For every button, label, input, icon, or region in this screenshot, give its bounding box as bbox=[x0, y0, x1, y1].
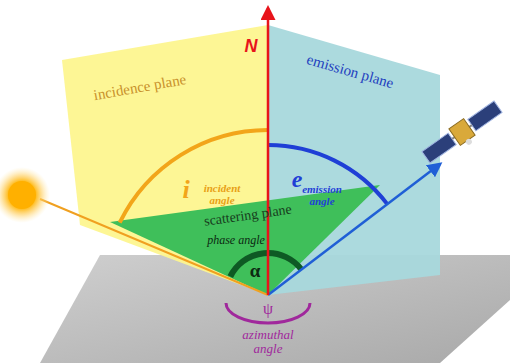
solar-panel bbox=[468, 101, 502, 131]
sun-glow bbox=[0, 167, 50, 223]
satellite bbox=[420, 99, 506, 170]
angle-symbol: α bbox=[250, 261, 261, 281]
angle-symbol: e bbox=[292, 167, 303, 192]
angle-label: emission angle bbox=[296, 184, 348, 207]
sun bbox=[8, 181, 36, 209]
angle-label: incident angle bbox=[197, 183, 247, 206]
angle-label: phase angle bbox=[207, 234, 265, 247]
phase-arc bbox=[230, 253, 301, 277]
angle-symbol: ψ bbox=[263, 301, 273, 318]
solar-panel bbox=[422, 133, 456, 163]
north-axis bbox=[267, 8, 270, 295]
plane-label: incidence plane bbox=[92, 72, 187, 104]
angle-symbol: i bbox=[182, 176, 189, 203]
north-label: N bbox=[245, 37, 258, 56]
satellite-body bbox=[449, 119, 475, 146]
plane-label: emission plane bbox=[305, 52, 395, 92]
angle-label: azimuthal angle bbox=[237, 328, 299, 355]
satellite-dish bbox=[465, 138, 473, 146]
plane-label: scattering plane bbox=[203, 203, 292, 230]
emission-ray bbox=[268, 164, 440, 295]
